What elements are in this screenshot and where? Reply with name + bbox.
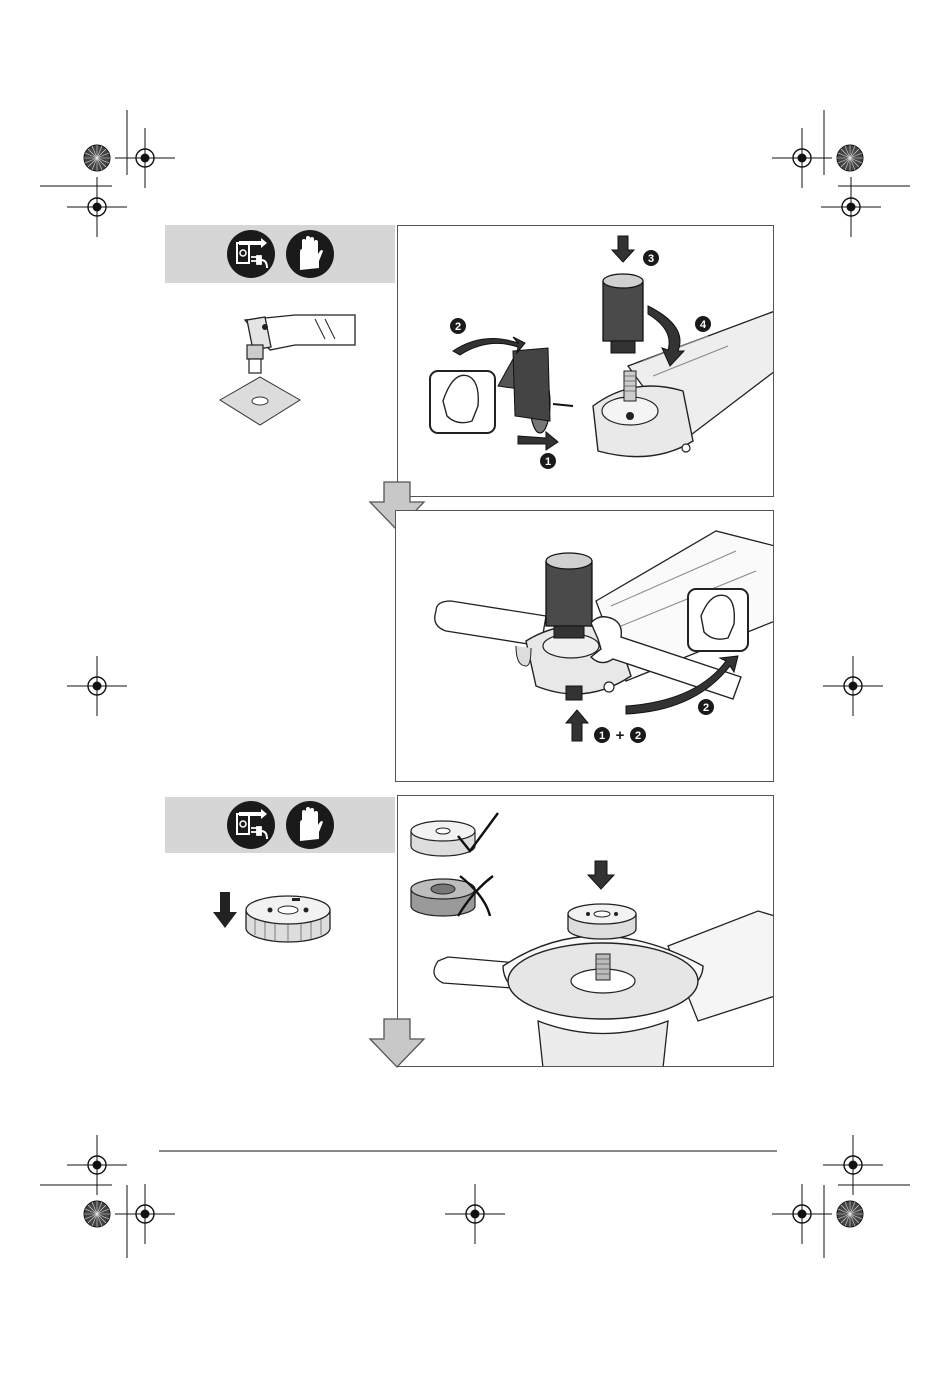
panel-fit-quick-clamp-nut xyxy=(397,795,774,1067)
panel-lock-spanner-sleeve: 2 1 + 2 xyxy=(395,510,774,782)
safety-header-band-1 xyxy=(165,225,395,283)
combo-step-2-label: 2 xyxy=(635,730,641,742)
panel-remove-side-handle: 1 2 3 4 xyxy=(397,225,774,497)
step-4-label: 4 xyxy=(700,319,707,331)
step-2-label: 2 xyxy=(455,321,461,333)
step-1-label: 1 xyxy=(545,456,551,468)
quick-clamp-nut-illustration xyxy=(210,880,335,950)
combo-step-1-label: 1 xyxy=(599,730,605,742)
wear-gloves-icon xyxy=(286,230,334,278)
unplug-before-work-icon-2 xyxy=(227,801,275,849)
unplug-before-work-icon xyxy=(227,230,275,278)
step-3-label: 3 xyxy=(648,253,654,265)
combo-plus-sign: + xyxy=(616,727,625,744)
step-2b-label: 2 xyxy=(703,702,709,714)
safety-header-band-2 xyxy=(165,797,395,853)
wear-gloves-icon-2 xyxy=(286,801,334,849)
next-step-arrow-2 xyxy=(367,1017,427,1069)
grinder-parts-illustration xyxy=(205,305,360,435)
